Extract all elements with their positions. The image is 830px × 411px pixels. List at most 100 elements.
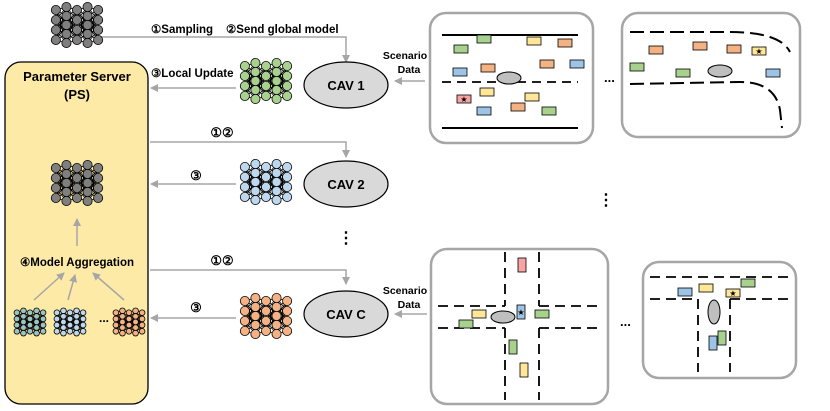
nn-node: [26, 328, 34, 335]
nn-node: [93, 182, 104, 193]
nn-node: [53, 321, 61, 329]
nn-node: [93, 162, 104, 173]
vehicle: [541, 106, 557, 116]
nn-node: [82, 177, 93, 188]
nn-node: [82, 10, 93, 21]
nn-node: [271, 328, 282, 339]
arrow-agg-3: [92, 272, 125, 301]
scenario-panel-curve: [620, 11, 802, 139]
nn-node: [132, 329, 139, 337]
nn-node: [53, 315, 61, 323]
vehicle: [458, 319, 474, 329]
nn-node: [250, 167, 261, 178]
nn-node: [260, 91, 271, 102]
nn-node: [72, 14, 83, 25]
vehicle: [452, 67, 468, 77]
nn-node: [33, 307, 40, 315]
cars-tjunction: ★: [677, 278, 756, 351]
nn-node: [93, 5, 104, 15]
nn-node: [82, 195, 93, 206]
nn-node: [79, 309, 87, 316]
nn-node: [271, 301, 282, 312]
nn-node: [132, 324, 139, 331]
nn-node: [39, 328, 47, 335]
nn-node: [73, 318, 80, 326]
nn-node: [33, 318, 40, 326]
nn-node: [282, 161, 293, 172]
nn-node: [50, 5, 61, 15]
nn-node: [271, 194, 282, 205]
nn-node: [93, 35, 104, 46]
nn-node: [53, 309, 61, 316]
scenario-label-c-line2: Data: [398, 299, 421, 311]
nn-node: [79, 315, 87, 323]
cav-2-label: CAV 2: [327, 177, 364, 192]
nn-node: [61, 186, 72, 197]
vehicle: [517, 257, 527, 273]
nn-node: [82, 2, 93, 12]
nn-node: [61, 177, 72, 188]
nn-node: [119, 307, 126, 315]
nn-node: [79, 321, 87, 329]
nn-node: [271, 58, 282, 69]
nn-node: [260, 171, 271, 182]
nn-node: [271, 292, 282, 303]
nn-node: [119, 329, 126, 337]
arrow-agg-1: [33, 272, 65, 301]
nn-node: [282, 81, 293, 92]
nn-node: [60, 324, 67, 331]
vehicle: [698, 283, 714, 293]
nn-node: [250, 176, 261, 187]
nn-node: [20, 313, 27, 320]
scenario-label-1-line1: Scenario: [383, 50, 427, 62]
vehicle: [534, 309, 550, 319]
nn-node: [239, 81, 250, 92]
nn-node: [93, 14, 104, 25]
cav-c-label: CAV C: [326, 307, 366, 322]
nn-node: [260, 325, 271, 336]
nn-node: [73, 313, 80, 320]
ellipsis-highway: ...: [604, 70, 615, 85]
nn-node: [125, 309, 133, 316]
nn-node: [271, 94, 282, 105]
cav-c: CAV C: [303, 290, 389, 338]
vehicle: [516, 304, 526, 320]
nn-node: [260, 295, 271, 306]
nn-node: [73, 307, 80, 315]
nn-node: [61, 195, 72, 206]
nn-node: [60, 307, 67, 315]
nn-node: [239, 315, 250, 326]
nn-node: [93, 24, 104, 35]
nn-node: [250, 58, 261, 69]
nn-agg-small-1: [13, 307, 47, 337]
nn-node: [13, 321, 21, 329]
nn-node: [82, 28, 93, 39]
cars-highway: ★: [452, 34, 585, 116]
nn-node: [66, 315, 74, 323]
nn-node: [250, 76, 261, 87]
label-sampling: ①Sampling: [151, 23, 213, 36]
nn-node: [260, 81, 271, 92]
nn-node: [119, 318, 126, 326]
ps-title-line1: Parameter Server: [23, 69, 131, 84]
nn-node: [60, 329, 67, 337]
scenario-panel-intersection: [429, 247, 610, 406]
nn-node: [282, 315, 293, 326]
nn-node: [239, 181, 250, 192]
nn-node: [66, 309, 74, 316]
arrows: [33, 36, 427, 322]
nn-node: [260, 191, 271, 202]
nn-node: [239, 325, 250, 336]
nn-node: [250, 185, 261, 196]
nn-node: [72, 24, 83, 35]
nn-node: [20, 318, 27, 326]
target-vehicle-star-icon: ★: [517, 308, 524, 317]
nn-node: [250, 328, 261, 339]
nn-node: [82, 159, 93, 170]
nn-node: [250, 301, 261, 312]
nn-node: [33, 313, 40, 320]
nn-node: [125, 321, 133, 329]
vehicle: [692, 41, 708, 51]
arrow-send-cav2: [150, 141, 350, 158]
